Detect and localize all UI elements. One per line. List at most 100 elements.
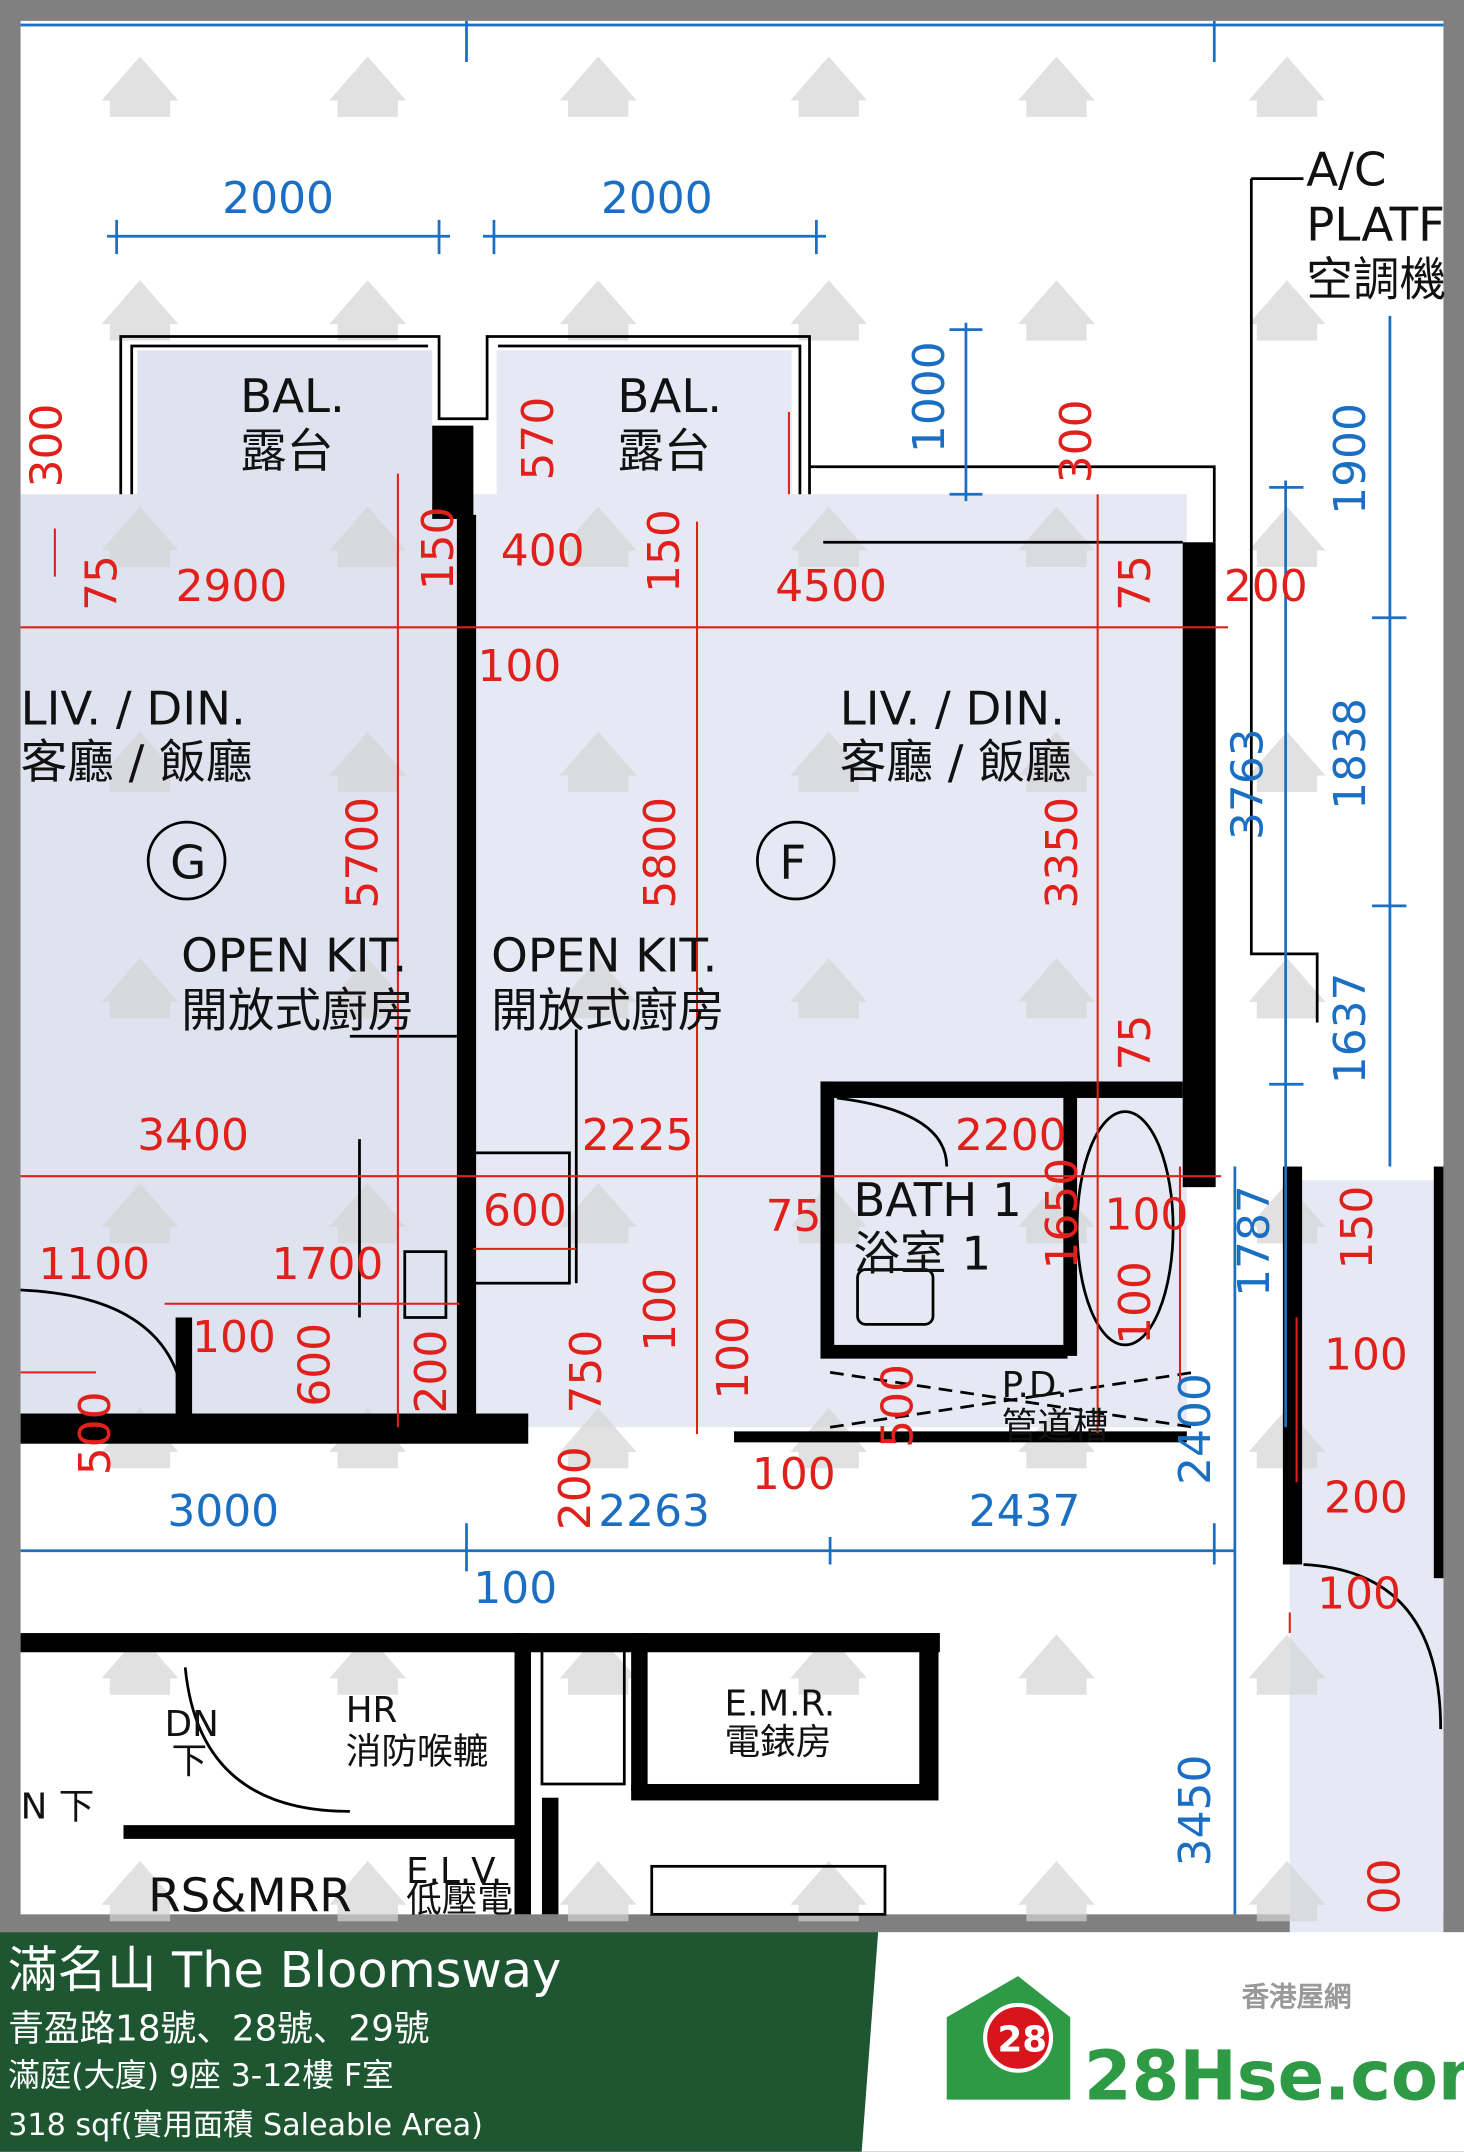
dim-red: 100 xyxy=(752,1449,836,1500)
dim-red: 00 xyxy=(1360,1858,1411,1914)
dim-red: 100 xyxy=(708,1316,759,1400)
kitchen-cn-label-f: 開放式廚房 xyxy=(491,985,724,1039)
dim-blue: 2263 xyxy=(598,1486,710,1537)
watermark-house-icon xyxy=(1248,1860,1326,1922)
kitchen-cn-label-g: 開放式廚房 xyxy=(181,985,414,1039)
watermark-house-icon xyxy=(559,1634,637,1695)
dim-blue: 3000 xyxy=(167,1486,279,1537)
property-address: 青盈路18號、28號、29號 xyxy=(8,2009,429,2050)
dim-blue: 1838 xyxy=(1325,698,1376,810)
dim-blue: 1787 xyxy=(1229,1185,1280,1297)
dim-red: 1100 xyxy=(38,1239,150,1290)
living-cn-label-g: 客廳 / 飯廳 xyxy=(21,736,253,790)
dim-red: 5800 xyxy=(635,797,686,909)
logo-badge: 28 xyxy=(997,2020,1047,2061)
watermark-house-icon xyxy=(329,280,407,341)
watermark-house-icon xyxy=(559,1860,637,1922)
dim-red: 200 xyxy=(1224,561,1308,612)
dim-red: 100 xyxy=(635,1268,686,1352)
kitchen-label-g: OPEN KIT. xyxy=(181,930,407,984)
watermark-house-icon xyxy=(790,56,868,117)
watermark-house-icon xyxy=(1018,1634,1095,1695)
dim-blue: 1000 xyxy=(904,341,955,453)
dim-red: 75 xyxy=(1110,1015,1161,1071)
pd-label: P.D. xyxy=(1002,1365,1068,1406)
elv-cn-label: 低壓電 xyxy=(406,1880,513,1921)
balcony-label-f: BAL. xyxy=(617,370,722,424)
watermark-house-icon xyxy=(559,958,637,1019)
watermark-house-icon xyxy=(790,1860,868,1922)
dim-red: 150 xyxy=(413,507,464,591)
watermark-house-icon xyxy=(101,506,179,567)
dim-blue: 3450 xyxy=(1170,1755,1221,1867)
watermark-house-icon xyxy=(329,56,407,117)
hr-cn-label: 消防喉轆 xyxy=(346,1731,489,1772)
watermark-house-icon xyxy=(559,280,637,341)
dim-red: 3350 xyxy=(1037,797,1088,909)
dim-red: 2225 xyxy=(582,1110,694,1161)
watermark-house-icon xyxy=(790,1634,868,1695)
logo-text: 28Hse.com xyxy=(1084,2037,1464,2117)
dim-red: 100 xyxy=(192,1312,276,1363)
info-banner: 滿名山 The Bloomsway 青盈路18號、28號、29號 滿庭(大廈) … xyxy=(0,1932,1464,2152)
bath-cn-label: 浴室 1 xyxy=(853,1227,991,1281)
watermark-house-icon xyxy=(329,1860,407,1922)
logo-cn: 香港屋網 xyxy=(1242,1981,1352,2013)
watermark-house-icon xyxy=(559,1408,637,1469)
balcony-label-g: BAL. xyxy=(240,370,345,424)
dn-label: DN xyxy=(165,1704,219,1745)
watermark-house-icon xyxy=(101,731,179,792)
dim-red: 300 xyxy=(22,404,73,488)
dim-blue: 3763 xyxy=(1222,728,1273,840)
dim-red: 600 xyxy=(483,1186,567,1237)
watermark-house-icon xyxy=(790,280,868,341)
dim-red: 75 xyxy=(766,1191,822,1242)
emr-cn-label: 電錶房 xyxy=(724,1722,831,1763)
n-dn-label: N 下 xyxy=(21,1786,95,1827)
watermark-house-icon xyxy=(1018,56,1095,117)
dim-red: 4500 xyxy=(775,561,887,612)
dimensions-red: 300 75 2900 570 400 150 150 300 75 4500 … xyxy=(22,397,1411,1915)
property-area: 318 sqf(實用面積 Saleable Area) xyxy=(8,2108,483,2143)
ac-cn-label: 空調機 xyxy=(1306,253,1446,307)
dimension-lines-red xyxy=(20,411,1298,1634)
watermark-house-icon xyxy=(1248,56,1326,117)
property-unit: 滿庭(大廈) 9座 3-12樓 F室 xyxy=(8,2058,393,2094)
dim-red: 300 xyxy=(1051,399,1102,483)
watermark-house-icon xyxy=(329,506,407,567)
unit-g-marker: G xyxy=(170,836,206,890)
dim-red: 75 xyxy=(1110,555,1161,611)
dim-blue: 2437 xyxy=(969,1486,1081,1537)
dim-red: 100 xyxy=(1105,1190,1189,1241)
watermark-house-icon xyxy=(329,1183,407,1244)
living-label-f: LIV. / DIN. xyxy=(840,683,1065,737)
pd-cn-label: 管道槽 xyxy=(1002,1406,1109,1447)
watermark-house-icon xyxy=(1018,731,1095,792)
walls xyxy=(20,425,1444,1915)
dn-cn-label: 下 xyxy=(172,1741,208,1782)
watermark-house-icon xyxy=(101,1183,179,1244)
watermark-house-icon xyxy=(101,1634,179,1695)
dimensions-blue: 2000 2000 1000 1900 3763 1838 1637 1787 … xyxy=(167,173,1376,1866)
dim-red: 200 xyxy=(406,1330,457,1414)
watermark-house-icon xyxy=(1018,1860,1095,1922)
room-labels: BAL. 露台 BAL. 露台 LIV. / DIN. 客廳 / 飯廳 LIV.… xyxy=(21,144,1447,1924)
dim-red: 1650 xyxy=(1037,1158,1088,1270)
dim-red: 75 xyxy=(77,555,128,611)
bath-label: BATH 1 xyxy=(853,1174,1021,1228)
dim-red: 200 xyxy=(1324,1472,1408,1523)
watermark-house-icon xyxy=(101,1860,179,1922)
dim-red: 150 xyxy=(1332,1186,1383,1270)
dim-red: 3400 xyxy=(137,1110,249,1161)
watermark-house-icon xyxy=(329,958,407,1019)
balcony-cn-label-f: 露台 xyxy=(617,425,710,479)
watermark-house-icon xyxy=(790,958,868,1019)
watermark-house-icon xyxy=(101,958,179,1019)
elv-label: E.L.V. xyxy=(406,1851,502,1892)
property-title: 滿名山 The Bloomsway xyxy=(8,1941,561,1999)
watermark-house-icon xyxy=(559,1183,637,1244)
dim-red: 2900 xyxy=(176,561,288,612)
dim-blue: 2000 xyxy=(222,173,334,224)
dim-red: 5700 xyxy=(337,797,388,909)
